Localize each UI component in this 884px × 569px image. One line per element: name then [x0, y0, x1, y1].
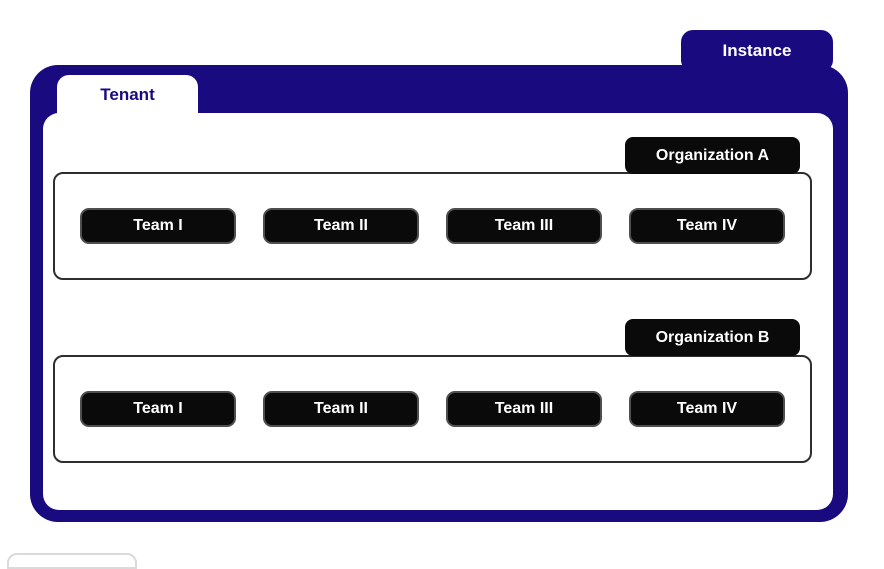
organization-a-tab: Organization A [625, 137, 800, 174]
team-node: Team I [80, 391, 236, 427]
team-node: Team III [446, 208, 602, 244]
team-node: Team IV [629, 391, 785, 427]
organization-a-panel: Team I Team II Team III Team IV [53, 172, 812, 280]
team-node: Team II [263, 391, 419, 427]
team-node: Team I [80, 208, 236, 244]
team-node: Team IV [629, 208, 785, 244]
tenant-tab: Tenant [57, 75, 198, 115]
team-node: Team III [446, 391, 602, 427]
team-node: Team II [263, 208, 419, 244]
organization-b-panel: Team I Team II Team III Team IV [53, 355, 812, 463]
organization-b-tab: Organization B [625, 319, 800, 356]
partial-element [7, 553, 137, 569]
